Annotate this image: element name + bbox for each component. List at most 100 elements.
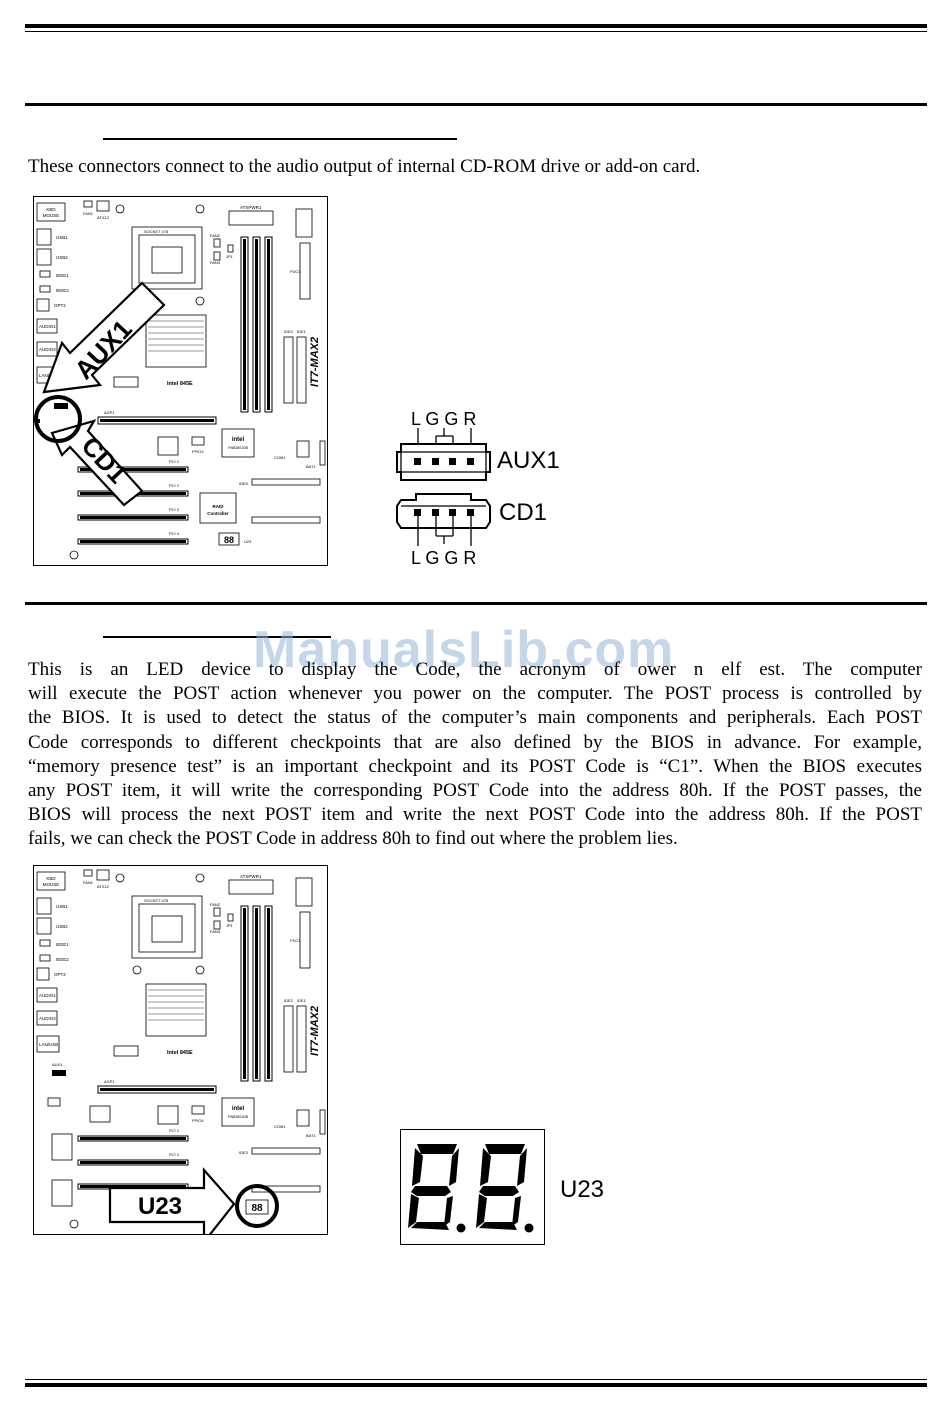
svg-text:PCI 2: PCI 2 xyxy=(169,483,180,488)
svg-text:IDE1: IDE1 xyxy=(297,998,307,1003)
svg-text:intel: intel xyxy=(232,437,245,443)
paragraph-line: “memory presence test” is an important c… xyxy=(28,755,922,777)
paragraph-line: the BIOS. It is used to detect the statu… xyxy=(28,707,922,729)
svg-text:88: 88 xyxy=(224,535,234,545)
section2-heading-underline xyxy=(103,636,331,638)
svg-text:Intel 845E: Intel 845E xyxy=(167,1050,193,1056)
kbd-label: KBD xyxy=(46,207,56,212)
post-code-paragraph: This is an LED device to display the Cod… xyxy=(28,658,922,852)
svg-text:USB1: USB1 xyxy=(56,235,68,240)
board-drawing: KBD MOUSE USB1 USB2 IEEE1 IEEE2 OPT2 AUD… xyxy=(34,200,326,560)
svg-text:AGP1: AGP1 xyxy=(104,1079,115,1084)
svg-text:USB2: USB2 xyxy=(56,924,68,929)
section1-rule xyxy=(25,103,927,106)
svg-text:PCI 1: PCI 1 xyxy=(169,459,180,464)
board-drawing-2: KBD MOUSE USB1 USB2 IEEE1 IEEE2 OPT2 AUD… xyxy=(36,869,326,1246)
svg-text:PCI 3: PCI 3 xyxy=(169,507,180,512)
svg-text:FAN2: FAN2 xyxy=(210,233,221,238)
svg-text:PCI 4: PCI 4 xyxy=(169,531,180,536)
u23-callout-arrow: U23 xyxy=(108,1167,236,1246)
paragraph-line: any POST item, it will write the corresp… xyxy=(28,780,922,802)
svg-text:ATX12: ATX12 xyxy=(97,215,110,220)
svg-text:FPIO4: FPIO4 xyxy=(192,449,204,454)
svg-text:FAN3: FAN3 xyxy=(210,260,221,265)
section1-intro: These connectors connect to the audio ou… xyxy=(28,156,701,177)
svg-text:IDE3: IDE3 xyxy=(239,481,249,486)
seven-segment-88 xyxy=(408,1144,534,1233)
svg-text:KBD: KBD xyxy=(46,876,56,881)
svg-text:SOCKET 478: SOCKET 478 xyxy=(144,898,169,903)
svg-text:Intel 845E: Intel 845E xyxy=(167,381,193,387)
svg-text:COM1: COM1 xyxy=(274,1124,286,1129)
svg-text:IDE3: IDE3 xyxy=(239,1150,249,1155)
cd1-label: CD1 xyxy=(499,499,547,526)
svg-text:ATXPWR1: ATXPWR1 xyxy=(240,205,262,210)
svg-text:AUDIO1: AUDIO1 xyxy=(39,324,56,329)
svg-text:MOUSE: MOUSE xyxy=(43,882,60,887)
svg-text:IDE1: IDE1 xyxy=(297,329,307,334)
svg-text:AUDIO2: AUDIO2 xyxy=(39,1016,56,1021)
svg-text:RAID: RAID xyxy=(213,504,225,509)
svg-text:IDE2: IDE2 xyxy=(284,998,294,1003)
u23-led-label: U23 xyxy=(560,1176,605,1203)
svg-text:AUDIO2: AUDIO2 xyxy=(39,347,56,352)
aux-cd-pinout: L G G R AUX1 CD1 L G G R xyxy=(396,406,586,568)
bottom-rule-thin xyxy=(25,1379,927,1380)
paragraph-line: Code corresponds to different checkpoint… xyxy=(28,731,922,753)
paragraph-line: This is an LED device to display the Cod… xyxy=(28,659,922,680)
top-rule-thin xyxy=(25,31,927,32)
svg-text:IEEE1: IEEE1 xyxy=(56,942,69,947)
svg-text:ATX12: ATX12 xyxy=(97,884,110,889)
svg-text:PCI 1: PCI 1 xyxy=(169,1128,180,1133)
svg-text:USB2: USB2 xyxy=(56,255,68,260)
bottom-rule-thick xyxy=(25,1383,927,1387)
pinout-top-labels: L G G R xyxy=(411,409,476,429)
svg-text:FDC1: FDC1 xyxy=(290,269,301,274)
section1-heading-underline xyxy=(103,138,457,140)
paragraph-line: fails, we can check the POST Code in add… xyxy=(28,828,678,850)
svg-text:MOUSE: MOUSE xyxy=(43,213,60,218)
svg-text:OPT2: OPT2 xyxy=(54,303,66,308)
svg-text:IT7-MAX2: IT7-MAX2 xyxy=(309,337,321,387)
svg-text:FAN1: FAN1 xyxy=(83,211,94,216)
svg-text:JP1: JP1 xyxy=(226,923,234,928)
svg-text:SOCKET 478: SOCKET 478 xyxy=(144,229,169,234)
svg-text:Controller: Controller xyxy=(207,511,229,516)
pinout-bottom-labels: L G G R xyxy=(411,548,476,566)
svg-text:OPT2: OPT2 xyxy=(54,972,66,977)
board-diagram-aux-cd: KBD MOUSE USB1 USB2 IEEE1 IEEE2 OPT2 AUD… xyxy=(33,196,328,566)
svg-text:LAN/USB: LAN/USB xyxy=(39,1042,58,1047)
svg-text:IEEE2: IEEE2 xyxy=(56,957,69,962)
svg-text:FW82801DB: FW82801DB xyxy=(228,446,249,450)
svg-text:COM1: COM1 xyxy=(274,455,286,460)
svg-text:IDE2: IDE2 xyxy=(284,329,294,334)
svg-text:AUX1: AUX1 xyxy=(52,1062,63,1067)
svg-text:U23: U23 xyxy=(244,539,252,544)
paragraph-line: BIOS will process the next POST item and… xyxy=(28,804,922,826)
svg-text:AGP1: AGP1 xyxy=(104,410,115,415)
svg-text:FW82801DB: FW82801DB xyxy=(228,1115,249,1119)
section2-rule xyxy=(25,602,927,605)
svg-text:PCI 2: PCI 2 xyxy=(169,1152,180,1157)
svg-text:FPIO4: FPIO4 xyxy=(192,1118,204,1123)
svg-text:FAN1: FAN1 xyxy=(83,880,94,885)
svg-text:88: 88 xyxy=(251,1203,263,1214)
svg-text:BAT1: BAT1 xyxy=(306,464,316,469)
svg-text:JP1: JP1 xyxy=(226,254,234,259)
svg-text:FAN2: FAN2 xyxy=(210,902,221,907)
u23-led-display xyxy=(400,1129,545,1245)
svg-text:IT7-MAX2: IT7-MAX2 xyxy=(309,1006,321,1056)
svg-text:IEEE1: IEEE1 xyxy=(56,273,69,278)
svg-text:IEEE2: IEEE2 xyxy=(56,288,69,293)
svg-text:FAN3: FAN3 xyxy=(210,929,221,934)
svg-text:FDC1: FDC1 xyxy=(290,938,301,943)
svg-text:AUDIO1: AUDIO1 xyxy=(39,993,56,998)
svg-text:LAN/USB: LAN/USB xyxy=(39,373,58,378)
svg-text:U23: U23 xyxy=(138,1193,182,1220)
paragraph-line: will execute the POST action whenever yo… xyxy=(28,683,922,705)
svg-text:intel: intel xyxy=(232,1106,245,1112)
board-diagram-u23: KBD MOUSE USB1 USB2 IEEE1 IEEE2 OPT2 AUD… xyxy=(33,865,328,1246)
svg-text:ATXPWR1: ATXPWR1 xyxy=(240,874,262,879)
aux1-label: AUX1 xyxy=(497,447,560,474)
top-rule-thick xyxy=(25,24,927,28)
